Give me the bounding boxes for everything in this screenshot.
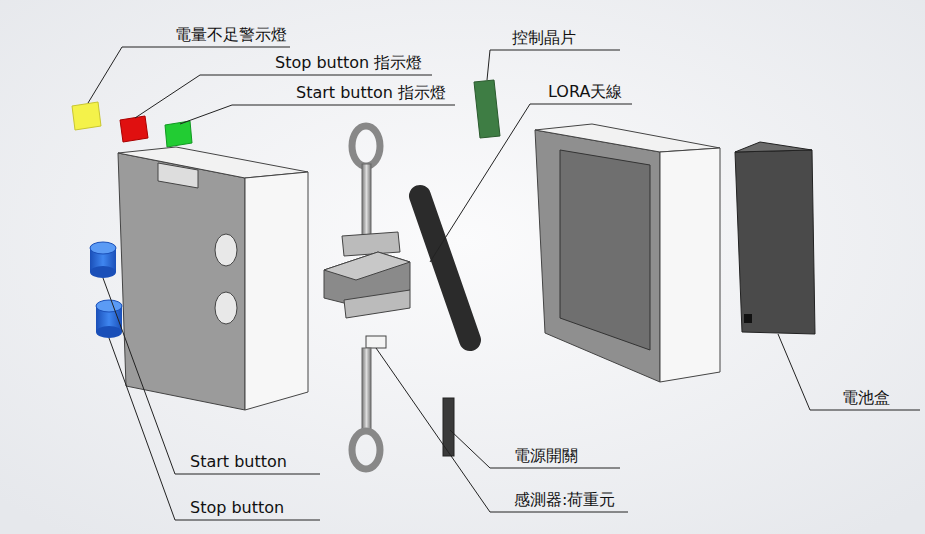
part-label: LORA天線: [548, 82, 622, 102]
battery-box: [735, 150, 815, 334]
housing-notch: [158, 163, 198, 188]
housing-back-front: [660, 148, 720, 382]
green-light: [165, 121, 192, 147]
housing-top: [118, 147, 308, 178]
housing-back-rim: [535, 124, 720, 152]
part-label: Stop button 指示燈: [275, 53, 422, 73]
housing-back-cavity: [560, 150, 650, 350]
control-chip: [474, 80, 500, 138]
part-label: 電量不足警示燈: [175, 25, 287, 45]
housing-back-inner: [535, 130, 660, 382]
yellow-light: [72, 102, 101, 130]
part-label: Stop button: [190, 498, 284, 518]
red-light: [120, 116, 148, 142]
lora-antenna: [420, 196, 470, 340]
housing-hole: [215, 234, 237, 266]
start-button-part: [90, 242, 116, 278]
housing-hole: [215, 292, 237, 324]
leader-lines: [88, 47, 920, 520]
part-label: 電源開關: [514, 446, 578, 466]
part-label: Start button 指示燈: [296, 83, 446, 103]
part-label: 感測器:荷重元: [514, 490, 615, 510]
battery-box-top: [735, 142, 812, 152]
battery-slot: [744, 314, 752, 323]
load-cell-part: [324, 126, 410, 469]
part-label: Start button: [190, 452, 287, 472]
housing-front: [245, 172, 308, 410]
part-label: 控制晶片: [512, 28, 576, 48]
part-label: 電池盒: [842, 388, 890, 408]
